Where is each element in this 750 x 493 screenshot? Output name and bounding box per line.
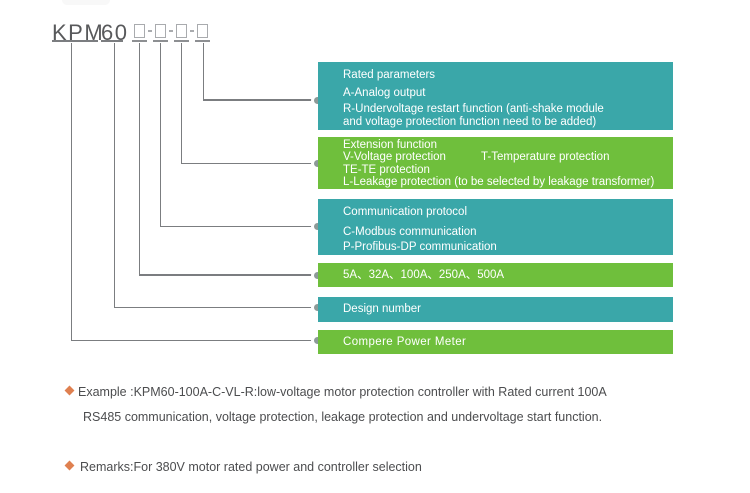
- bar-label: Compere Power Meter: [343, 335, 467, 348]
- bar-line: TE-TE protection: [343, 163, 430, 176]
- example-line-1: Example :KPM60-100A-C-VL-R:low-voltage m…: [78, 385, 607, 399]
- bar-line: R-Undervoltage restart function (anti-sh…: [343, 103, 604, 115]
- bar-label: Design number: [343, 303, 421, 315]
- legend-bar-rated-parameters: Rated parameters A-Analog output R-Under…: [318, 62, 673, 130]
- legend-bar-product-name: Compere Power Meter: [318, 330, 673, 354]
- bar-line: C-Modbus communication: [343, 226, 477, 238]
- bar-line: A-Analog output: [343, 87, 426, 99]
- connector-vline-box3: [180, 43, 182, 164]
- bar-line: and voltage protection function need to …: [343, 115, 597, 128]
- connector-hline-box2: [159, 225, 314, 227]
- box-underline-3: [174, 40, 189, 42]
- model-placeholder-box-2: [155, 24, 166, 38]
- example-line-2: RS485 communication, voltage protection,…: [83, 409, 603, 424]
- bar-line-col2: T-Temperature protection: [481, 151, 610, 164]
- connector-vline-brand: [70, 43, 72, 341]
- box-underline-1: [132, 40, 147, 42]
- diamond-bullet-icon: [64, 460, 75, 471]
- diamond-bullet-icon: [64, 385, 75, 396]
- bar-line: V-Voltage protection T-Temperature prote…: [318, 151, 673, 163]
- bar-line: L-Leakage protection (to be selected by …: [343, 175, 655, 188]
- connector-hline-box4: [202, 99, 314, 101]
- connector-vline-series: [113, 43, 115, 308]
- bar-line-col1: V-Voltage protection: [343, 151, 446, 164]
- scan-artifact: [62, 0, 110, 5]
- connector-vline-box1: [138, 43, 140, 275]
- code-dash-3: [190, 30, 194, 32]
- example-note: Example :KPM60-100A-C-VL-R:low-voltage m…: [78, 380, 698, 429]
- bar-line: P-Profibus-DP communication: [343, 240, 497, 253]
- connector-vline-box4: [202, 43, 204, 100]
- remarks-note: Remarks:For 380V motor rated power and c…: [80, 460, 422, 474]
- box-underline-2: [153, 40, 168, 42]
- model-placeholder-box-1: [134, 24, 145, 38]
- legend-bar-extension-function: Extension function V-Voltage protection …: [318, 137, 673, 189]
- bar-label: 5A、32A、100A、250A、500A: [343, 268, 505, 281]
- bar-title: Communication protocol: [343, 206, 468, 218]
- code-dash-2: [168, 30, 173, 32]
- legend-bar-rated-current: 5A、32A、100A、250A、500A: [318, 263, 673, 287]
- connector-vline-box2: [159, 43, 161, 227]
- connector-hline-brand: [70, 339, 314, 341]
- code-dash-1: [147, 30, 152, 32]
- model-brand-text: KPM: [52, 20, 105, 45]
- connector-hline-box3: [180, 162, 314, 164]
- bar-title: Extension function: [343, 139, 437, 151]
- model-placeholder-box-4: [197, 24, 208, 38]
- legend-bar-design-number: Design number: [318, 297, 673, 322]
- connector-hline-box1: [138, 274, 314, 276]
- series-underline: [101, 40, 123, 42]
- legend-bar-communication-protocol: Communication protocol C-Modbus communic…: [318, 199, 673, 255]
- bar-title: Rated parameters: [343, 69, 436, 81]
- connector-hline-series: [113, 306, 314, 308]
- box-underline-4: [195, 40, 210, 42]
- brand-underline: [52, 40, 98, 42]
- model-placeholder-box-3: [176, 24, 187, 38]
